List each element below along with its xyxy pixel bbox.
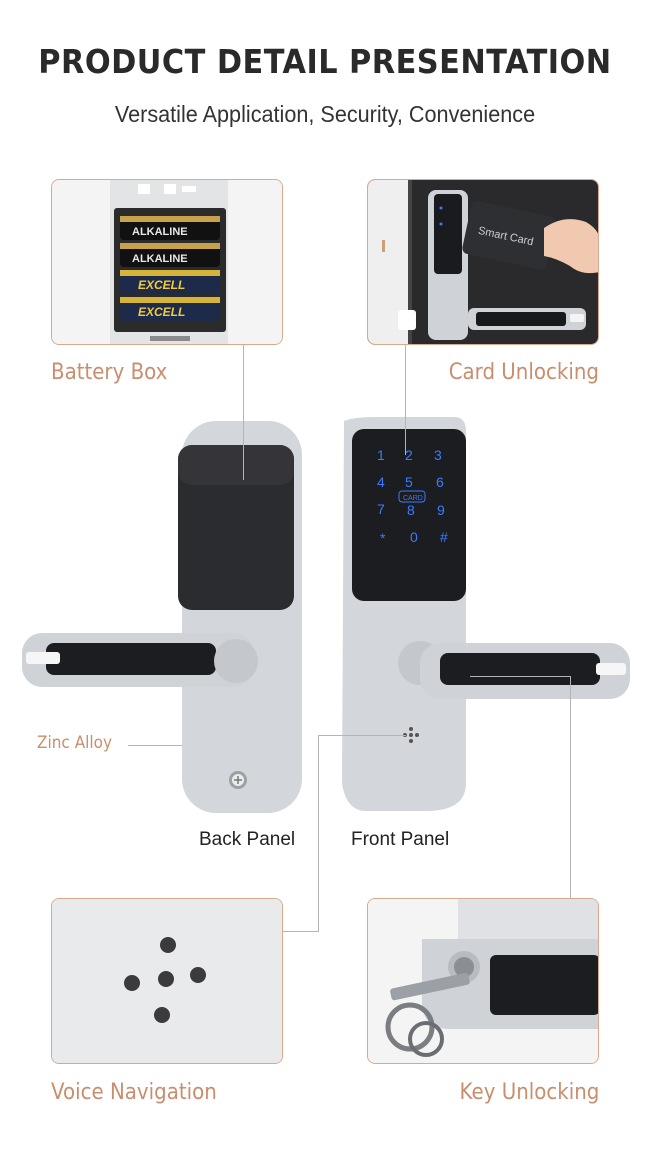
- key-connector-v: [570, 676, 571, 898]
- keypad-key: 1: [377, 447, 385, 463]
- keypad-key: 3: [434, 447, 442, 463]
- card-unlocking-inset: Smart Card: [367, 179, 599, 345]
- front-panel: 1 2 3 4 5 6 CARD 7 8 9 * 0 #: [342, 417, 630, 811]
- key-unlocking-label: Key Unlocking: [459, 1080, 599, 1105]
- back-panel: [22, 421, 302, 813]
- page-subtitle: Versatile Application, Security, Conveni…: [114, 101, 536, 127]
- voice-navigation-inset: [51, 898, 283, 1064]
- speaker-holes-icon: [52, 899, 282, 1063]
- keypad-key: 9: [437, 502, 445, 518]
- battery-box-label: Battery Box: [51, 360, 168, 385]
- card-unlocking-photo: Smart Card: [368, 180, 598, 344]
- voice-connector-v: [318, 735, 319, 931]
- key-unlocking-inset: [367, 898, 599, 1064]
- battery-label: ALKALINE: [132, 226, 188, 238]
- voice-connector-h1: [318, 735, 406, 736]
- card-unlocking-label: Card Unlocking: [448, 360, 599, 385]
- keypad-key: 2: [405, 447, 413, 463]
- keypad: 1 2 3 4 5 6 CARD 7 8 9 * 0 #: [377, 447, 448, 546]
- front-panel-label: Front Panel: [351, 829, 450, 850]
- keypad-key: 0: [410, 529, 418, 545]
- card-badge: CARD: [403, 495, 423, 502]
- keypad-key: 5: [405, 474, 413, 490]
- keypad-key: 7: [377, 501, 385, 517]
- zinc-alloy-label: Zinc Alloy: [37, 733, 113, 753]
- zinc-connector-line: [128, 745, 182, 746]
- keypad-key: 6: [436, 474, 444, 490]
- wifi-card-icon: [398, 490, 426, 503]
- keypad-key: 8: [407, 502, 415, 518]
- battery-box-inset: ALKALINE ALKALINE EXCELL EXCELL: [51, 179, 283, 345]
- keypad-key: *: [380, 530, 386, 546]
- key-icon: [368, 899, 598, 1063]
- battery-label: ALKALINE: [132, 253, 188, 265]
- voice-connector-h2: [283, 931, 319, 932]
- key-connector-h: [470, 676, 570, 677]
- keypad-key: 4: [377, 474, 385, 490]
- battery-label: EXCELL: [138, 278, 185, 292]
- battery-connector-line: [243, 345, 244, 480]
- back-panel-label: Back Panel: [199, 829, 296, 850]
- card-connector-line: [405, 345, 406, 455]
- battery-icon: ALKALINE ALKALINE EXCELL EXCELL: [52, 180, 282, 344]
- product-illustration: 1 2 3 4 5 6 CARD 7 8 9 * 0 #: [22, 417, 630, 813]
- voice-navigation-label: Voice Navigation: [51, 1080, 217, 1105]
- keypad-key: #: [440, 529, 448, 545]
- battery-label: EXCELL: [138, 305, 185, 319]
- page-title: PRODUCT DETAIL PRESENTATION: [38, 42, 612, 81]
